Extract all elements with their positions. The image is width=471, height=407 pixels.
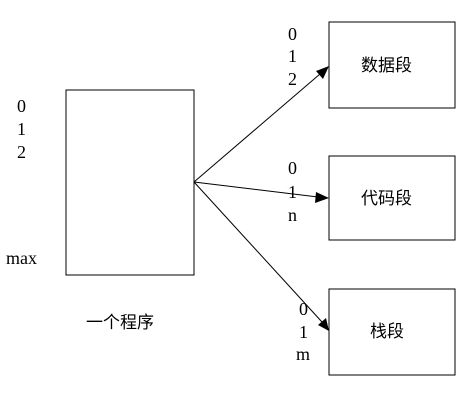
code-segment-name: 代码段 <box>361 189 412 209</box>
program-box <box>65 89 195 276</box>
program-offset-0: 0 <box>17 96 26 116</box>
data-segment-offset-1: 1 <box>288 46 297 66</box>
code-segment-offset-1: 1 <box>288 182 297 202</box>
program-offset-2: 2 <box>17 142 26 162</box>
data-segment-box <box>328 21 456 109</box>
code-segment-offset-0: 0 <box>288 158 297 178</box>
arrow-to-data-segment-head <box>316 66 329 79</box>
stack-segment-offset-1: 1 <box>299 322 308 342</box>
program-offset-1: 1 <box>17 119 26 139</box>
code-segment-box <box>328 155 456 241</box>
arrow-to-stack-segment <box>193 181 323 323</box>
data-segment-offset-2: 2 <box>288 69 297 89</box>
stack-segment-name: 栈段 <box>370 322 404 342</box>
data-segment-offset-0: 0 <box>288 24 297 44</box>
arrow-to-code-segment-head <box>315 192 329 203</box>
code-segment-offset-n: n <box>288 205 297 225</box>
stack-segment-offset-m: m <box>296 344 310 364</box>
program-max-label: max <box>6 248 37 268</box>
stack-segment-offset-0: 0 <box>299 299 308 319</box>
program-caption: 一个程序 <box>86 313 154 333</box>
arrow-to-stack-segment-head <box>318 318 329 331</box>
stack-segment-box <box>328 288 456 376</box>
arrow-to-code-segment <box>193 181 319 198</box>
arrow-to-data-segment <box>193 73 321 183</box>
data-segment-name: 数据段 <box>361 56 412 76</box>
